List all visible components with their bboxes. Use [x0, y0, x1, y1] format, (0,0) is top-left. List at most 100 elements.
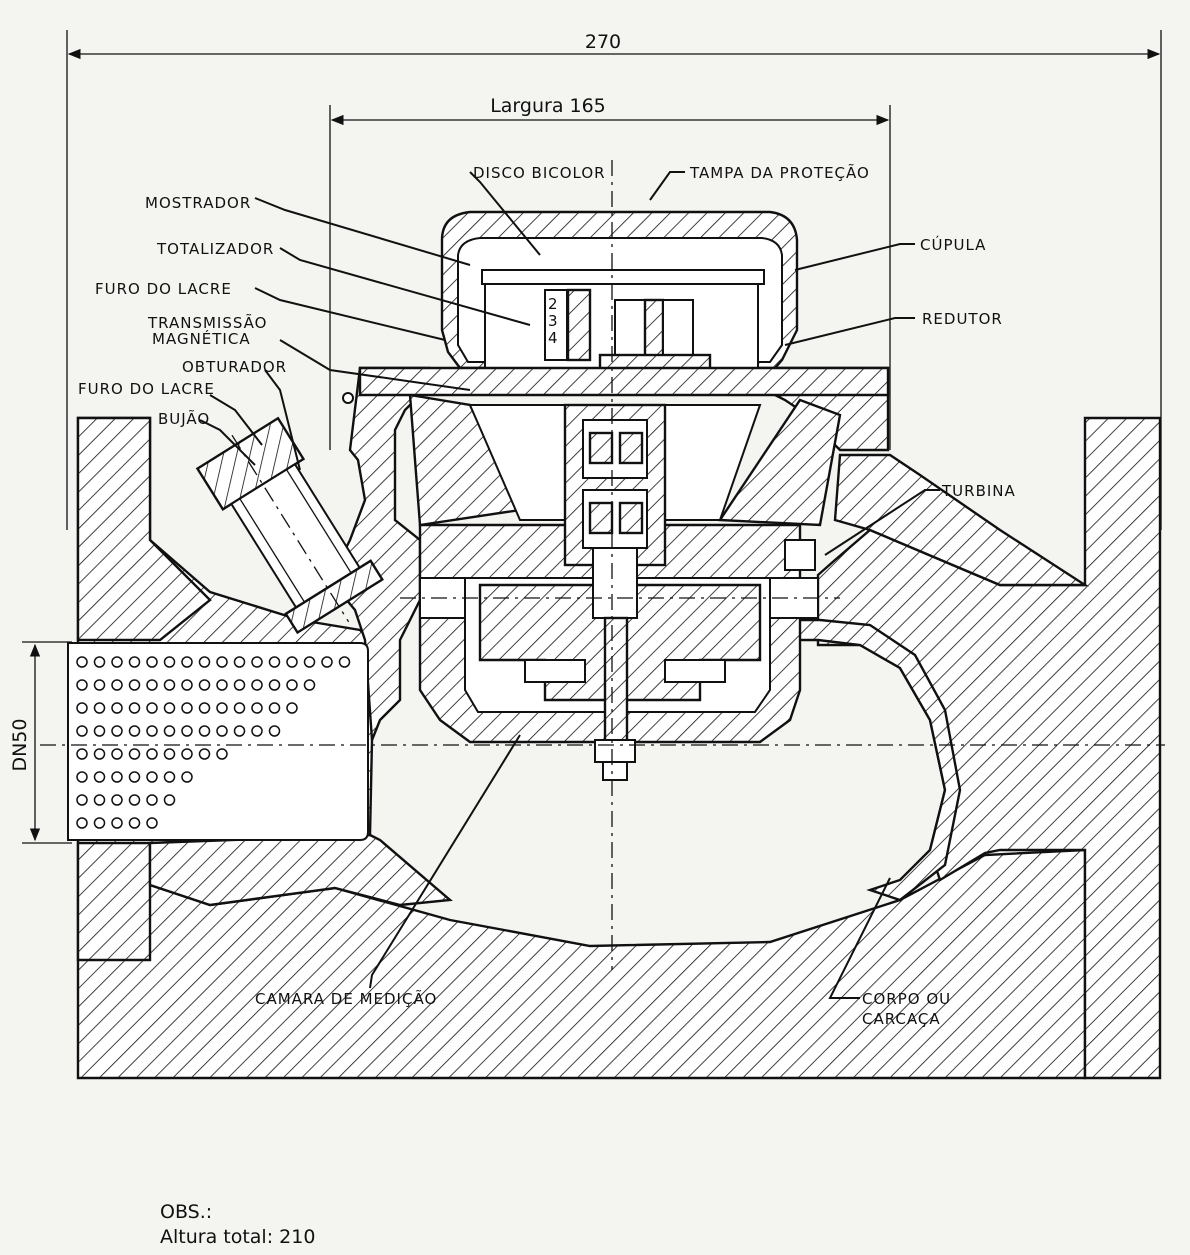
- strainer-hole: [93, 771, 106, 783]
- strainer-hole: [286, 656, 298, 668]
- strainer-hole: [76, 748, 88, 760]
- register-head: 2 3 4: [342, 210, 890, 404]
- strainer-hole: [128, 771, 141, 783]
- strainer-hole: [233, 702, 246, 714]
- strainer-hole: [128, 702, 141, 714]
- strainer-hole: [198, 679, 211, 691]
- strainer-hole: [128, 679, 141, 691]
- strainer-hole: [76, 725, 88, 737]
- strainer-hole: [181, 656, 193, 668]
- strainer-hole: [216, 748, 228, 760]
- strainer-hole: [198, 725, 211, 737]
- strainer-hole: [76, 794, 88, 806]
- strainer-hole: [216, 725, 228, 737]
- strainer-hole: [181, 679, 193, 691]
- leader-lines: [199, 171, 940, 999]
- strainer-hole: [303, 679, 316, 691]
- dial-digit-3: 4: [548, 329, 559, 347]
- strainer-hole: [338, 656, 351, 668]
- dim-width-text: Largura 165: [490, 95, 606, 117]
- label-tampa-protecao: TAMPA DA PROTEÇÃO: [689, 163, 870, 182]
- part-labels: DISCO BICOLOR TAMPA DA PROTEÇÃO MOSTRADO…: [78, 163, 1015, 1028]
- strainer-hole: [146, 679, 158, 691]
- strainer-hole: [111, 794, 123, 806]
- strainer-hole: [146, 656, 158, 668]
- strainer-hole: [111, 817, 123, 829]
- strainer-hole: [251, 725, 263, 737]
- measuring-chamber: [408, 393, 842, 781]
- strainer-hole: [76, 656, 88, 668]
- dim-nominal-text: DN50: [9, 718, 31, 771]
- strainer-hole: [181, 771, 193, 783]
- strainer-hole: [93, 679, 106, 691]
- strainer-hole: [76, 817, 88, 829]
- dimension-nominal: DN50: [9, 641, 72, 844]
- strainer-hole: [111, 725, 123, 737]
- label-corpo: CORPO OU: [862, 990, 951, 1008]
- strainer-hole: [146, 817, 158, 829]
- strainer-hole: [111, 679, 123, 691]
- strainer-hole: [76, 679, 88, 691]
- strainer-hole: [303, 656, 316, 668]
- strainer-hole: [198, 656, 211, 668]
- strainer-hole: [251, 679, 263, 691]
- strainer-holes: [76, 656, 351, 829]
- note-altura: Altura total: 210: [160, 1226, 315, 1248]
- strainer-hole: [76, 771, 88, 783]
- strainer-hole: [268, 725, 281, 737]
- strainer-hole: [128, 725, 141, 737]
- label-obturador: OBTURADOR: [182, 358, 287, 376]
- obturator-plug: [195, 416, 384, 635]
- strainer-hole: [146, 725, 158, 737]
- strainer-hole: [181, 748, 193, 760]
- center-lines: [40, 160, 1165, 970]
- strainer-hole: [128, 794, 141, 806]
- strainer-hole: [233, 725, 246, 737]
- strainer-hole: [146, 794, 158, 806]
- strainer-hole: [251, 656, 263, 668]
- label-camara: CAMARA DE MEDIÇÃO: [255, 989, 437, 1008]
- strainer-hole: [286, 679, 298, 691]
- strainer-hole: [181, 702, 193, 714]
- strainer-hole: [198, 702, 211, 714]
- dial-digit-1: 2: [548, 295, 559, 313]
- strainer-hole: [146, 702, 158, 714]
- strainer-hole: [163, 725, 176, 737]
- strainer-hole: [146, 748, 158, 760]
- label-redutor: REDUTOR: [922, 310, 1003, 328]
- strainer-hole: [163, 771, 176, 783]
- strainer-hole: [93, 725, 106, 737]
- dial-digit-2: 3: [548, 312, 559, 330]
- strainer-hole: [216, 656, 228, 668]
- strainer-hole: [111, 656, 123, 668]
- strainer-hole: [251, 702, 263, 714]
- strainer-hole: [93, 748, 106, 760]
- inlet-strainer: [67, 642, 369, 841]
- label-cupula: CÚPULA: [920, 235, 986, 254]
- strainer-hole: [216, 702, 228, 714]
- dimension-width: Largura 165: [329, 95, 891, 450]
- strainer-hole: [268, 702, 281, 714]
- label-transmissao: TRANSMISSÃO: [147, 313, 267, 332]
- label-disco-bicolor: DISCO BICOLOR: [473, 164, 606, 182]
- label-mostrador: MOSTRADOR: [145, 194, 251, 212]
- strainer-hole: [163, 794, 176, 806]
- strainer-hole: [163, 656, 176, 668]
- label-furo-lacre-2: FURO DO LACRE: [78, 380, 215, 398]
- label-magnetica: MAGNÉTICA: [152, 329, 251, 348]
- strainer-hole: [93, 656, 106, 668]
- strainer-hole: [93, 702, 106, 714]
- note-obs: OBS.:: [160, 1201, 212, 1223]
- label-bujao: BUJÃO: [158, 409, 210, 428]
- strainer-hole: [93, 817, 106, 829]
- strainer-hole: [111, 702, 123, 714]
- strainer-hole: [128, 817, 141, 829]
- strainer-hole: [268, 679, 281, 691]
- strainer-hole: [216, 679, 228, 691]
- strainer-hole: [163, 748, 176, 760]
- strainer-hole: [233, 679, 246, 691]
- strainer-hole: [111, 771, 123, 783]
- strainer-hole: [181, 725, 193, 737]
- strainer-hole: [128, 656, 141, 668]
